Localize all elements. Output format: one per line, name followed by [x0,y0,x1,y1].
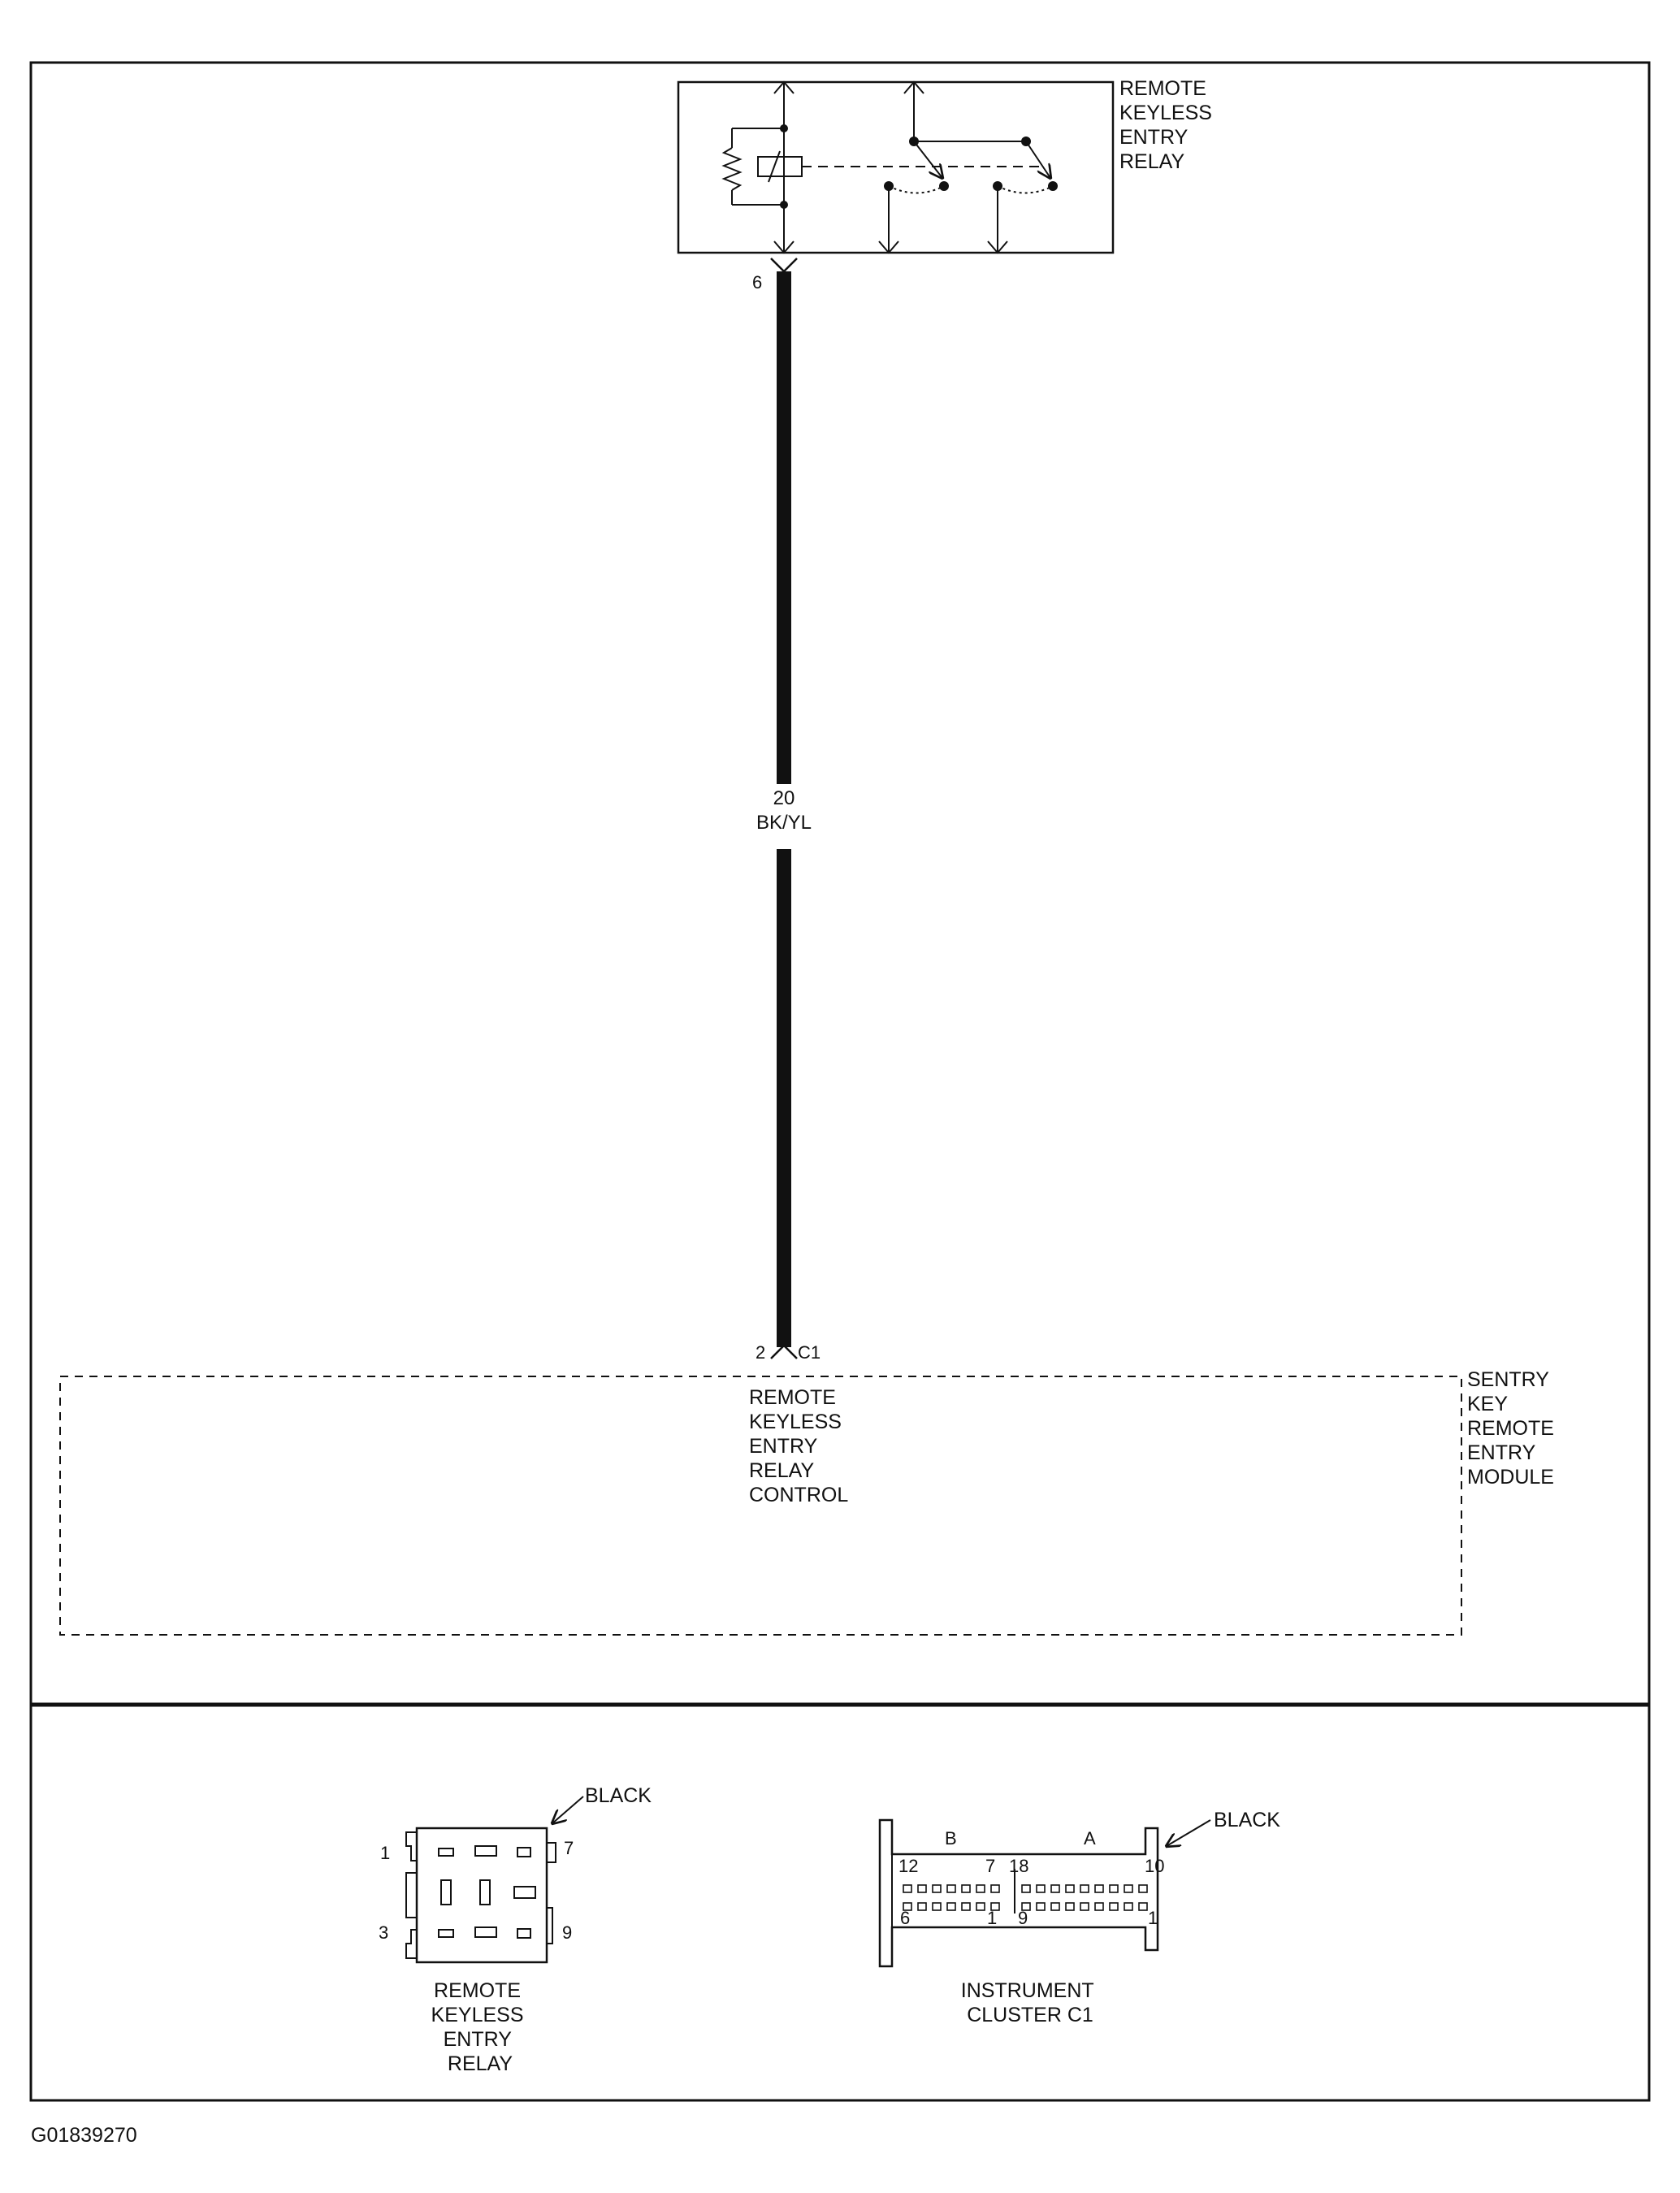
cluster-pin-a10: 10 [1145,1856,1164,1876]
cluster-a-cavity [1109,1902,1119,1911]
cluster-b-cavity [917,1884,927,1893]
module-name: SENTRY KEY REMOTE ENTRY MODULE [1467,1368,1560,1489]
cluster-b-cavity [976,1884,985,1893]
cluster-b-cavity [990,1884,1000,1893]
cluster-a-cavity [1138,1902,1148,1911]
relay-label: REMOTE KEYLESS ENTRY RELAY [1119,77,1218,173]
cluster-b-cavity [917,1902,927,1911]
cluster-a-cavity [1124,1902,1133,1911]
cluster-a-cavity [1124,1884,1133,1893]
cluster-a-cavity [1094,1902,1104,1911]
relay-schematic [677,80,1115,254]
cluster-a-cavity [1021,1902,1031,1911]
cluster-b-cavity [961,1902,971,1911]
module-box [59,1376,1462,1636]
wire-label-gap [769,784,799,849]
relay-pin-number: 6 [752,272,762,293]
cluster-a-cavity [1109,1884,1119,1893]
cluster-connector-color: BLACK [1214,1809,1280,1831]
cluster-a-cavity [1036,1884,1046,1893]
cluster-a-cavity [1065,1902,1075,1911]
cluster-pin-b12: 12 [898,1856,918,1876]
relay-connector-pin-9: 9 [562,1922,572,1943]
cluster-connector [878,1818,1159,1968]
cluster-a-cavity [1021,1884,1031,1893]
wire-color: BK/YL [756,812,812,834]
cluster-b-cavity [946,1902,956,1911]
cluster-b-cavity [990,1902,1000,1911]
cluster-a-cavity [1080,1884,1089,1893]
cluster-pin-b6: 6 [900,1908,910,1928]
cluster-pin-b1: 1 [987,1908,997,1928]
module-pin-terminal [770,1344,798,1359]
relay-connector-pin-7: 7 [564,1838,574,1858]
cluster-connector-leader [1167,1819,1211,1846]
cluster-b-cavity [932,1884,942,1893]
page-frame [29,61,1651,2102]
module-pin-number: 2 [756,1342,765,1363]
cluster-b-cavity [976,1902,985,1911]
cluster-section-b: B [945,1828,957,1848]
cluster-pin-b7: 7 [985,1856,995,1876]
cluster-connector-name: INSTRUMENT CLUSTER C1 [961,1979,1099,2026]
figure-id: G01839270 [31,2124,137,2147]
relay-connector-leader [552,1796,584,1823]
cluster-a-cavity [1050,1884,1060,1893]
relay-connector-name: REMOTE KEYLESS ENTRY RELAY [431,1979,530,2075]
cluster-pin-a1: 1 [1148,1908,1158,1928]
cluster-b-cavities [903,1884,1000,1911]
cluster-b-cavity [932,1902,942,1911]
cluster-pin-a9: 9 [1018,1908,1028,1928]
relay-connector-pin-3: 3 [379,1922,388,1943]
wire-gauge: 20 [773,787,795,809]
relay-connector-color: BLACK [585,1784,652,1807]
cluster-a-cavities [1021,1884,1148,1911]
relay-connector [405,1827,556,1964]
relay-connector-pin-1: 1 [380,1843,390,1863]
cluster-pin-a18: 18 [1009,1856,1028,1876]
cluster-section-a: A [1084,1828,1096,1848]
cluster-b-cavity [946,1884,956,1893]
cluster-a-cavity [1080,1902,1089,1911]
relay-pin-terminal [770,258,798,273]
cluster-b-cavity [961,1884,971,1893]
module-function-label: REMOTE KEYLESS ENTRY RELAY CONTROL [749,1386,848,1506]
module-connector-id: C1 [798,1342,821,1363]
cluster-b-cavity [903,1884,912,1893]
cluster-a-cavity [1036,1902,1046,1911]
cluster-a-cavity [1065,1884,1075,1893]
cluster-b-cavity [903,1902,912,1911]
cluster-a-cavity [1094,1884,1104,1893]
cluster-a-cavity [1138,1884,1148,1893]
cluster-a-cavity [1050,1902,1060,1911]
